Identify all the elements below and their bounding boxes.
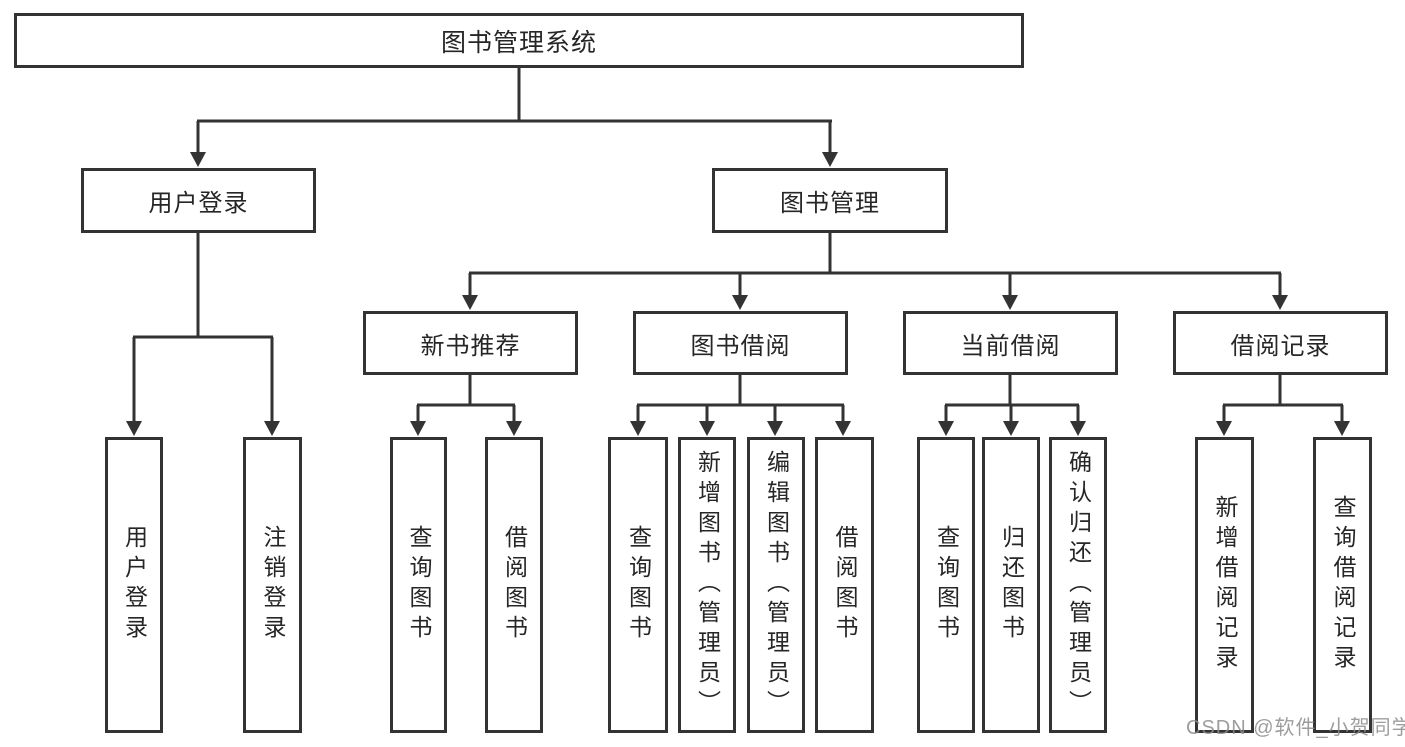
leaf-logout-label: 注销登录 [260,525,286,645]
leaf-history-query: 查询借阅记录 [1313,437,1372,733]
arrowhead-bh-query [1334,421,1350,436]
arrowhead-cb-query [938,421,954,436]
arrowhead-book-borrow [732,295,748,310]
node-current-borrow-label: 当前借阅 [960,332,1061,360]
leaf-borrow-edit-label: 编辑图书（管理员） [763,450,790,720]
connector-history-to-leaves [1222,375,1344,423]
leaf-history-query-label: 查询借阅记录 [1330,495,1356,675]
node-book-mgmt-label: 图书管理 [780,190,880,217]
leaf-current-query: 查询图书 [917,437,975,733]
node-root-label: 图书管理系统 [440,28,597,57]
arrowhead-borrow-history [1272,295,1288,310]
node-current-borrow: 当前借阅 [903,311,1118,375]
arrowhead-bb-add [699,421,715,436]
connector-bookborrow-to-leaves [636,375,845,423]
node-borrow-history: 借阅记录 [1173,311,1388,375]
connector-userlogin-to-leaves [132,232,274,423]
arrowhead-new-books [462,295,478,310]
connector-currentborrow-to-leaves [944,375,1080,423]
leaf-current-confirm-label: 确认归还（管理员） [1065,450,1092,720]
leaf-current-query-label: 查询图书 [933,525,960,645]
leaf-history-add-label: 新增借阅记录 [1212,495,1238,675]
arrowhead-current-borrow [1002,295,1018,310]
arrowhead-nb-borrow [506,421,522,436]
node-book-mgmt: 图书管理 [712,168,948,233]
arrowhead-bb-edit [767,421,783,436]
leaf-newbook-query: 查询图书 [390,437,447,733]
csdn-watermark: CSDN @软件_小贺同学 [1186,717,1405,739]
leaf-current-confirm: 确认归还（管理员） [1049,437,1107,733]
node-user-login-label: 用户登录 [148,190,249,217]
leaf-newbook-query-label: 查询图书 [406,525,432,645]
arrowhead-ul-logout [264,421,280,436]
leaf-borrow-add: 新增图书（管理员） [678,437,736,733]
node-borrow-history-label: 借阅记录 [1230,332,1331,360]
arrowhead-book-mgmt [822,152,838,167]
arrowhead-ul-login [126,421,142,436]
node-root: 图书管理系统 [14,13,1024,68]
arrowhead-user-login [190,152,206,167]
leaf-current-return-label: 归还图书 [998,525,1025,645]
leaf-history-add: 新增借阅记录 [1195,437,1254,733]
leaf-borrow-borrow: 借阅图书 [815,437,874,733]
connector-bookmgmt-to-level3 [468,232,1282,298]
leaf-user-login-label: 用户登录 [121,525,148,645]
node-book-borrow-label: 图书借阅 [690,332,791,360]
leaf-user-login: 用户登录 [105,437,163,733]
leaf-newbook-borrow: 借阅图书 [485,437,543,733]
leaf-newbook-borrow-label: 借阅图书 [501,525,528,645]
node-book-borrow: 图书借阅 [633,311,848,375]
arrowhead-cb-return [1003,421,1019,436]
arrowhead-bh-add [1216,421,1232,436]
leaf-borrow-add-label: 新增图书（管理员） [694,450,721,720]
leaf-logout: 注销登录 [243,437,302,733]
leaf-borrow-query-label: 查询图书 [625,525,652,645]
node-user-login: 用户登录 [81,168,316,233]
node-new-books: 新书推荐 [363,311,578,375]
leaf-borrow-borrow-label: 借阅图书 [832,525,858,645]
node-new-books-label: 新书推荐 [420,332,521,360]
arrowhead-bb-query [630,421,646,436]
arrowhead-nb-query [410,421,426,436]
leaf-borrow-query: 查询图书 [608,437,668,733]
leaf-current-return: 归还图书 [982,437,1040,733]
leaf-borrow-edit: 编辑图书（管理员） [747,437,805,733]
arrowheads [126,152,1350,436]
arrowhead-bb-borrow [835,421,851,436]
connector-newbooks-to-leaves [416,375,516,423]
connector-root-to-level2 [196,68,832,156]
arrowhead-cb-confirm [1070,421,1086,436]
